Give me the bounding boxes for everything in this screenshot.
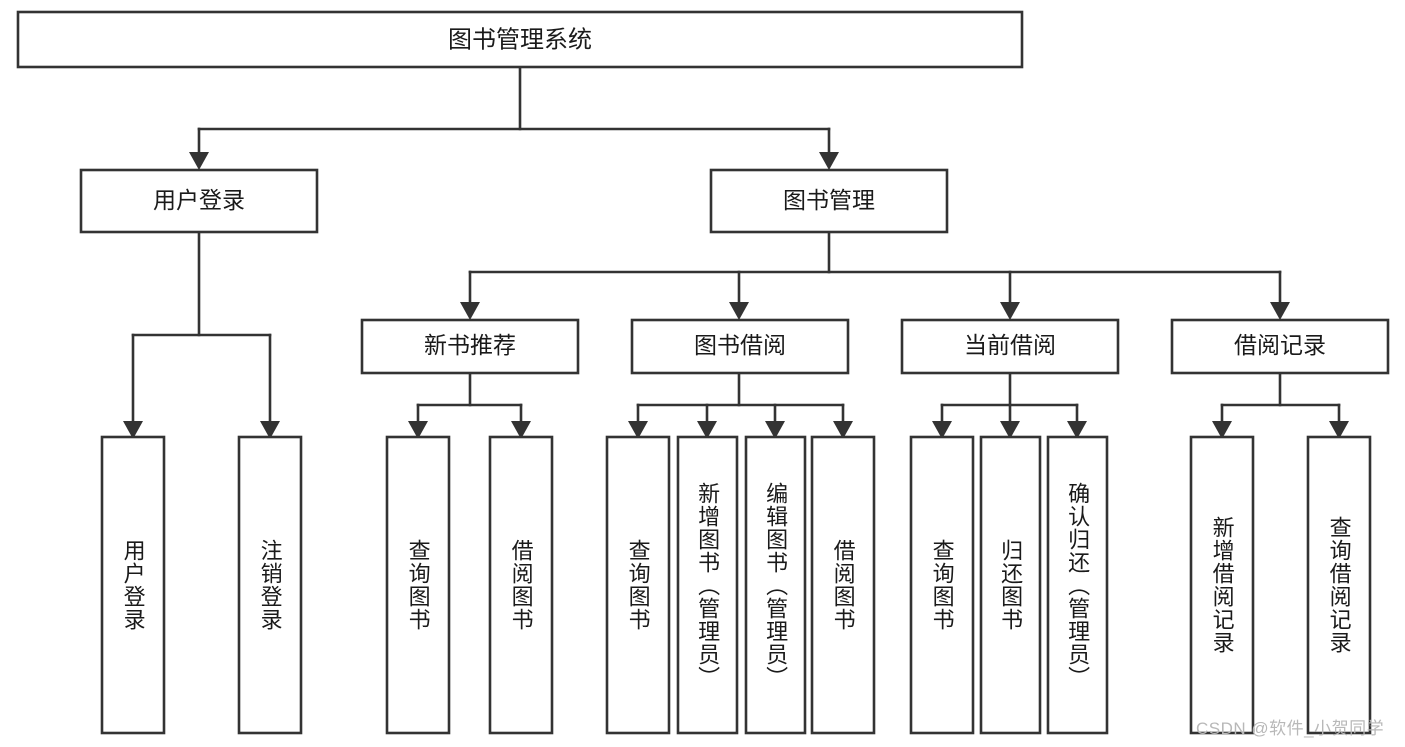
node-leaf-user-login[interactable]: [100, 435, 166, 735]
arrow-icon-leaf-edit-book: [765, 421, 785, 439]
node-leaf-query-book-2[interactable]: [605, 435, 671, 735]
arrow-icon-new-book: [460, 302, 480, 320]
node-leaf-borrow-book-2[interactable]: [810, 435, 876, 735]
arrow-icon-leaf-borrow-book-2: [833, 421, 853, 439]
node-book-manage-label: 图书管理: [783, 187, 875, 213]
node-book-borrow-label: 图书借阅: [694, 332, 786, 358]
node-leaf-edit-book[interactable]: [744, 435, 807, 735]
arrow-icon-leaf-add-book: [697, 421, 717, 439]
node-leaf-confirm-return[interactable]: [1046, 435, 1109, 735]
node-borrow-record[interactable]: [1170, 318, 1390, 375]
arrow-icon-leaf-query-record: [1329, 421, 1349, 439]
connector-group: [131, 65, 1341, 423]
arrow-icon-book-borrow: [729, 302, 749, 320]
arrow-icon-leaf-confirm-return: [1067, 421, 1087, 439]
arrow-icon-leaf-query-book-2: [628, 421, 648, 439]
node-book-manage[interactable]: [709, 168, 949, 234]
watermark-text: CSDN @软件_小贺同学: [1196, 719, 1385, 738]
node-new-book-recommend-label: 新书推荐: [424, 332, 516, 358]
node-new-book-recommend[interactable]: [360, 318, 580, 375]
node-leaf-add-record[interactable]: [1189, 435, 1255, 735]
arrow-icon-leaf-logout: [260, 421, 280, 439]
arrow-icon-borrow-record: [1270, 302, 1290, 320]
arrow-icon-leaf-add-record: [1212, 421, 1232, 439]
arrow-icon-leaf-user-login: [123, 421, 143, 439]
node-leaf-logout[interactable]: [237, 435, 303, 735]
node-borrow-record-label: 借阅记录: [1234, 332, 1326, 358]
node-leaf-add-book[interactable]: [676, 435, 739, 735]
node-root-label: 图书管理系统: [448, 26, 592, 53]
node-book-borrow[interactable]: [630, 318, 850, 375]
arrow-icon-leaf-query-book-1: [408, 421, 428, 439]
node-user-login-label: 用户登录: [153, 187, 245, 213]
node-leaf-query-book-1[interactable]: [385, 435, 451, 735]
arrow-icon-leaf-borrow-book-1: [511, 421, 531, 439]
node-leaf-query-book-3[interactable]: [909, 435, 975, 735]
node-user-login[interactable]: [79, 168, 319, 234]
node-leaf-query-record[interactable]: [1306, 435, 1372, 735]
node-root[interactable]: [16, 10, 1024, 69]
node-box-group: 图书管理系统 用户登录 图书管理 新书推荐 图书借阅 当前借阅 借阅记录: [16, 10, 1390, 735]
arrow-icon-user-login: [189, 152, 209, 170]
node-current-borrow-label: 当前借阅: [964, 332, 1056, 358]
arrow-icon-book-manage: [819, 152, 839, 170]
arrowhead-group: [123, 152, 1349, 439]
arrow-icon-leaf-return-book: [1000, 421, 1020, 439]
arrow-icon-current-borrow: [1000, 302, 1020, 320]
node-leaf-borrow-book-1[interactable]: [488, 435, 554, 735]
arrow-icon-leaf-query-book-3: [932, 421, 952, 439]
node-leaf-return-book[interactable]: [979, 435, 1042, 735]
node-current-borrow[interactable]: [900, 318, 1120, 375]
